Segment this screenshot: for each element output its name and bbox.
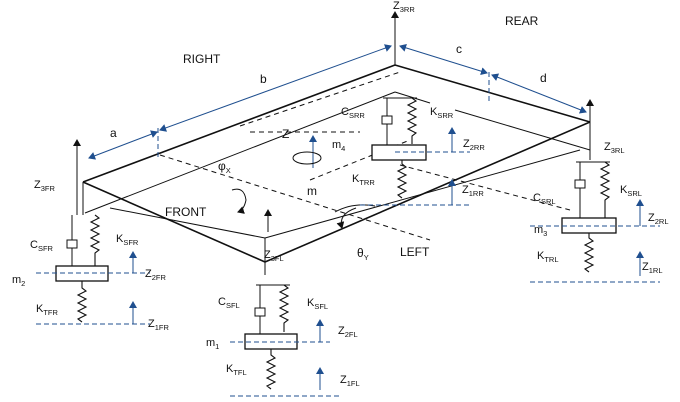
body-z-label: Z: [282, 127, 289, 141]
z1fl-label: Z1FL: [340, 374, 360, 388]
dim-label-d: d: [540, 71, 547, 85]
csrr-label: CSRR: [341, 106, 365, 120]
corner-rear-left: [530, 99, 660, 283]
dim-label-a: a: [110, 126, 117, 140]
ksfl-label: KSFL: [307, 297, 328, 311]
ksfr-label: KSFR: [116, 233, 139, 247]
theta-label: θY: [357, 246, 369, 262]
ktfl-label: KTFL: [226, 363, 247, 377]
z1rr-label: Z1RR: [462, 184, 484, 198]
roll-rotation-icon: [292, 151, 322, 165]
ktfr-label: KTFR: [36, 303, 59, 317]
csrl-label: CSRL: [533, 192, 556, 206]
theta-rotation-icon: [336, 207, 357, 229]
corner-front-left: [230, 262, 340, 397]
vehicle-body-frame: [82, 64, 591, 263]
label-left: LEFT: [400, 245, 430, 259]
csfl-label: CSFL: [218, 296, 240, 310]
label-right: RIGHT: [183, 52, 221, 66]
m3-label: m3: [534, 224, 547, 238]
corner-rear-right: [360, 97, 470, 206]
z3rr-label: Z3RR: [393, 0, 415, 14]
z2rr-label: Z2RR: [463, 138, 485, 152]
corner-front-right: [36, 139, 150, 325]
z2rl-label: Z2RL: [648, 212, 669, 226]
z3rl-label: Z3RL: [604, 141, 625, 155]
csfr-label: CSFR: [30, 239, 54, 253]
label-front: FRONT: [165, 205, 207, 219]
label-rear: REAR: [505, 14, 539, 28]
m4-label: m4: [332, 139, 345, 153]
dim-label-b: b: [260, 72, 267, 86]
ktrl-label: KTRL: [537, 250, 559, 264]
m2-label: m2: [12, 274, 25, 288]
m1-label: m1: [206, 337, 219, 351]
phi-label: φX: [218, 159, 231, 175]
ksrr-label: KSRR: [430, 106, 454, 120]
ksrl-label: KSRL: [620, 184, 642, 198]
phi-rotation-icon: [231, 188, 247, 214]
z2fl-label: Z2FL: [338, 325, 358, 339]
ktrr-label: KTRR: [352, 173, 375, 187]
z1rl-label: Z1RL: [642, 261, 663, 275]
z3fr-label: Z3FR: [34, 179, 55, 193]
z2fr-label: Z2FR: [145, 268, 166, 282]
body-m-label: m: [307, 184, 317, 198]
z1fr-label: Z1FR: [148, 318, 169, 332]
z3fl-label: Z3FL: [264, 249, 284, 263]
dimension-lines: [88, 43, 587, 160]
dim-label-c: c: [456, 42, 462, 56]
